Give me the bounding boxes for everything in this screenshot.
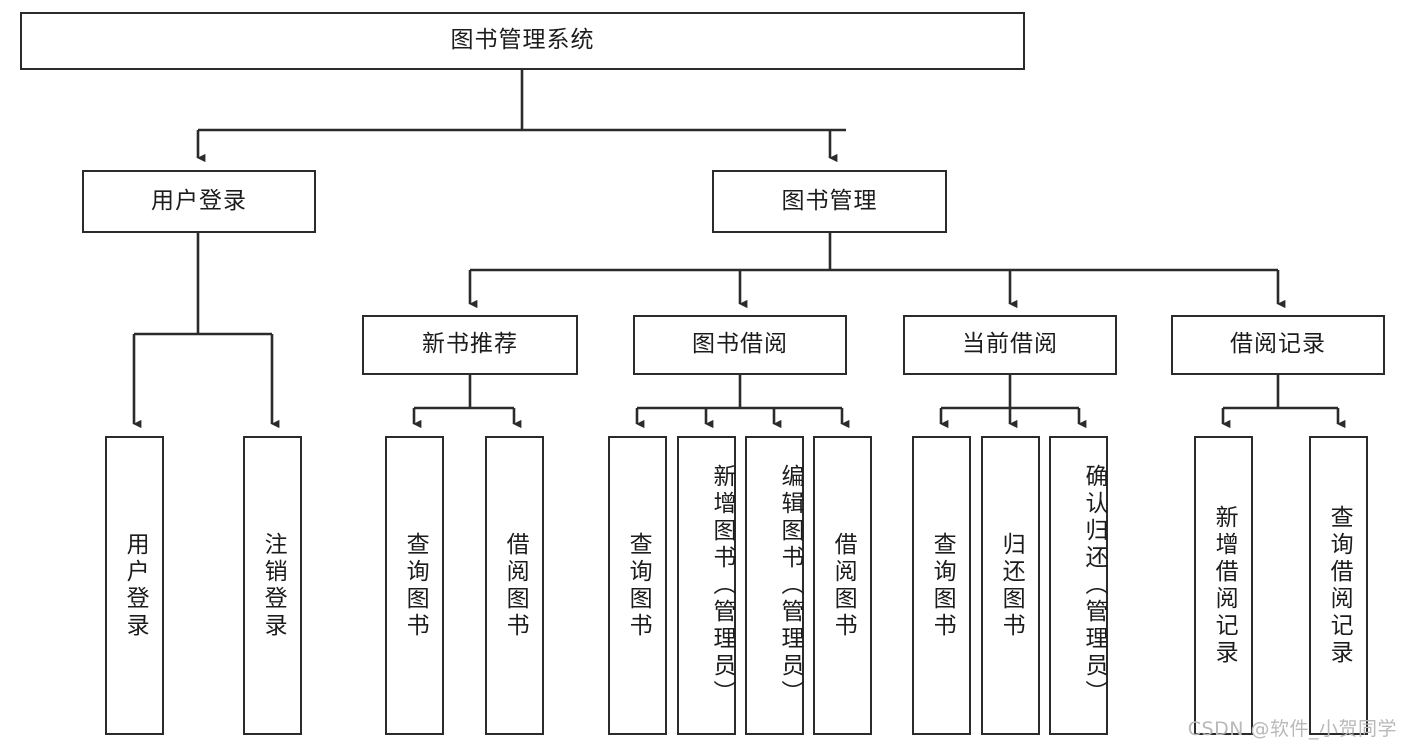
leaf-edit-book-admin[interactable]: 编辑图书（管理员） bbox=[745, 436, 804, 735]
node-level2-book-borrow[interactable]: 图书借阅 bbox=[633, 315, 847, 375]
node-level1-user-login[interactable]: 用户登录 bbox=[82, 170, 316, 233]
node-root[interactable]: 图书管理系统 bbox=[20, 12, 1025, 70]
leaf-add-borrow-record[interactable]: 新增借阅记录 bbox=[1194, 436, 1253, 735]
leaf-borrow-book-borrow[interactable]: 借阅图书 bbox=[813, 436, 872, 735]
leaf-query-borrow-record[interactable]: 查询借阅记录 bbox=[1309, 436, 1368, 735]
node-level2-borrow-record[interactable]: 借阅记录 bbox=[1171, 315, 1385, 375]
node-level2-current-borrow[interactable]: 当前借阅 bbox=[903, 315, 1117, 375]
leaf-user-login[interactable]: 用户登录 bbox=[105, 436, 164, 735]
leaf-query-book-current[interactable]: 查询图书 bbox=[912, 436, 971, 735]
leaf-add-book-admin[interactable]: 新增图书（管理员） bbox=[677, 436, 736, 735]
leaf-query-book-borrow[interactable]: 查询图书 bbox=[608, 436, 667, 735]
leaf-confirm-return-admin[interactable]: 确认归还（管理员） bbox=[1049, 436, 1108, 735]
csdn-watermark: CSDN @软件_小贺同学 bbox=[1187, 718, 1397, 740]
node-level2-new-book-recommend[interactable]: 新书推荐 bbox=[362, 315, 578, 375]
node-level1-book-management[interactable]: 图书管理 bbox=[712, 170, 947, 233]
leaf-borrow-book-recommend[interactable]: 借阅图书 bbox=[485, 436, 544, 735]
leaf-logout-login[interactable]: 注销登录 bbox=[243, 436, 302, 735]
leaf-query-book-recommend[interactable]: 查询图书 bbox=[385, 436, 444, 735]
leaf-return-book[interactable]: 归还图书 bbox=[981, 436, 1040, 735]
